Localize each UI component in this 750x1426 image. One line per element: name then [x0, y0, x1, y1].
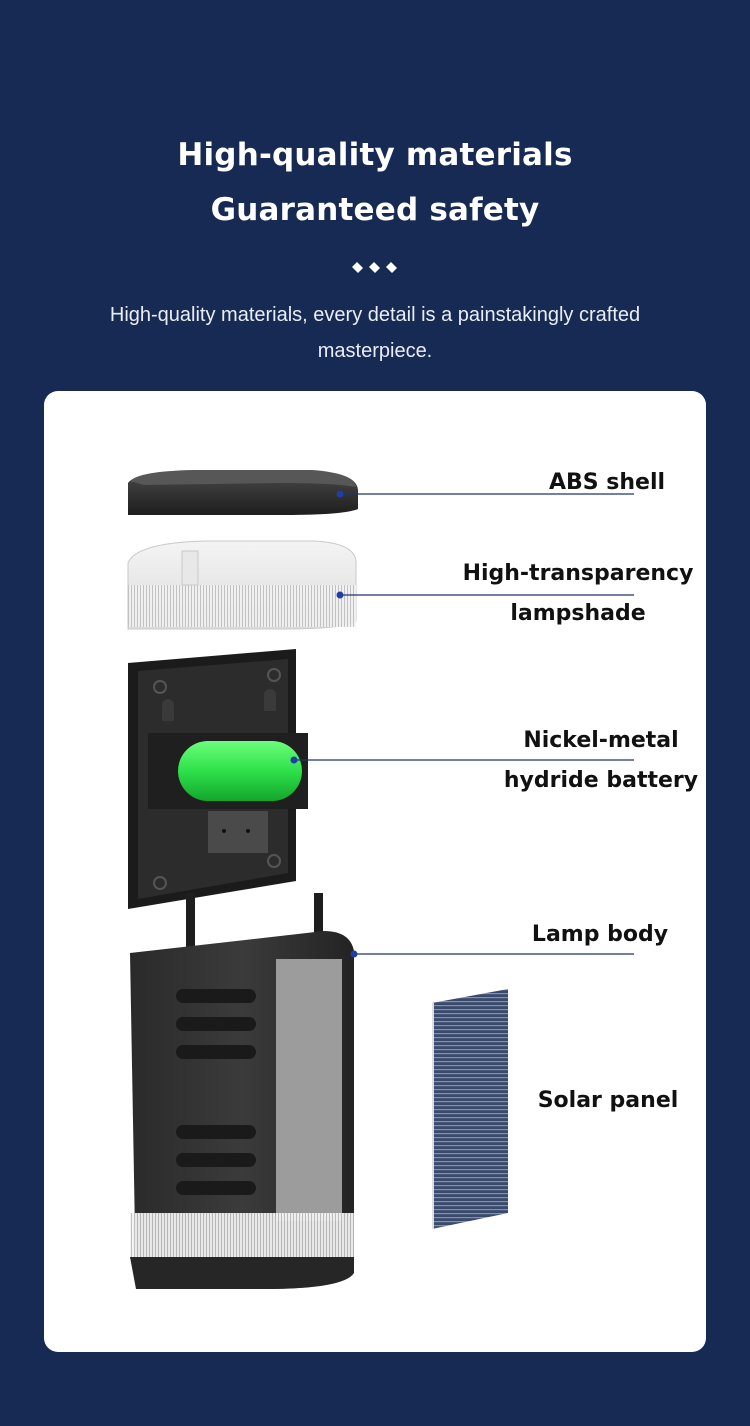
three-diamonds-icon — [352, 262, 397, 273]
headline-line-1: High-quality materials — [177, 137, 573, 173]
exploded-view-illustration — [127, 470, 634, 1289]
lamp-body-part — [130, 893, 354, 1289]
label-lampshade: High-transparency lampshade — [458, 554, 698, 634]
label-line: Nickel-metal — [523, 728, 679, 753]
label-line: High-transparency — [462, 561, 694, 586]
solar-panel-part — [432, 989, 508, 1229]
label-lamp-body: Lamp body — [518, 915, 682, 955]
label-solar-panel: Solar panel — [528, 1081, 688, 1121]
callout-lamp-body — [350, 950, 634, 958]
lampshade-part — [127, 540, 357, 630]
subtitle: High-quality materials, every detail is … — [109, 304, 641, 362]
label-line: hydride battery — [503, 768, 699, 793]
label-line: Solar panel — [537, 1088, 679, 1113]
battery-frame-part — [128, 649, 308, 909]
headline-line-2: Guaranteed safety — [210, 192, 540, 228]
abs-shell-part — [128, 470, 358, 515]
exploded-view-card: ABS shell High-transparency lampshade Ni… — [44, 391, 706, 1352]
label-line: lampshade — [510, 601, 646, 626]
callout-battery — [290, 756, 634, 764]
callout-abs-shell — [336, 490, 634, 498]
label-line: Lamp body — [531, 922, 669, 947]
callout-lampshade — [336, 591, 634, 599]
label-abs-shell: ABS shell — [514, 463, 700, 503]
label-battery: Nickel-metal hydride battery — [498, 721, 704, 801]
label-line: ABS shell — [548, 470, 666, 495]
